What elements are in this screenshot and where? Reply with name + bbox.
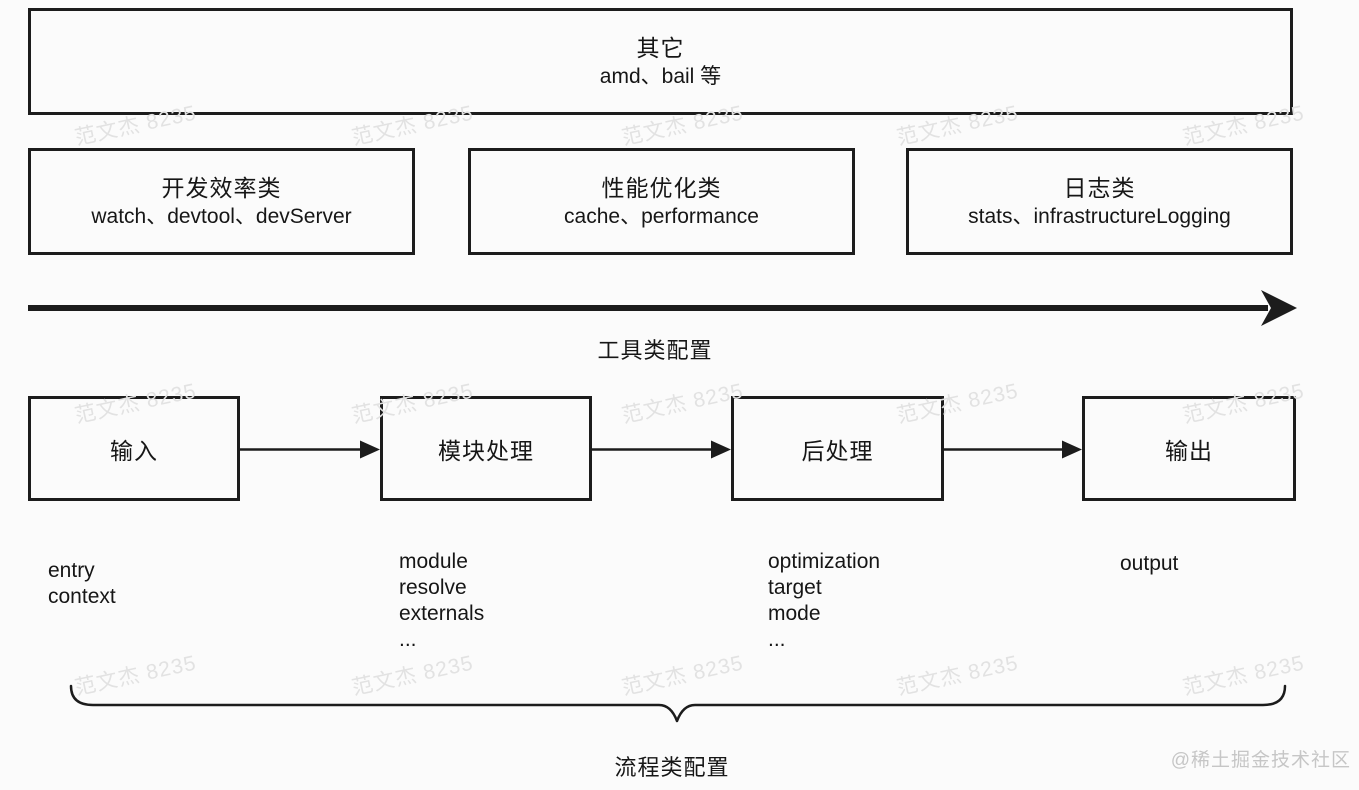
flow-props-post: optimization target mode ... [768, 550, 881, 651]
category-box-logging: 日志类 stats、infrastructureLogging [906, 148, 1293, 255]
flow-props-module: module resolve externals ... [399, 550, 485, 651]
flow-connector-arrow-2 [592, 440, 731, 459]
category-title: 性能优化类 [601, 174, 722, 201]
other-config-box: 其它 amd、bail 等 [28, 8, 1293, 115]
other-config-title: 其它 [636, 34, 685, 61]
category-subtitle: cache、performance [564, 204, 759, 228]
other-config-subtitle: amd、bail 等 [599, 64, 722, 88]
category-subtitle: watch、devtool、devServer [91, 204, 352, 228]
flow-step-output: 输出 [1082, 396, 1296, 501]
flow-connector-arrow-1 [240, 440, 380, 459]
watermark: 范文杰 8235 [72, 651, 199, 700]
watermark: 范文杰 8235 [1180, 651, 1307, 700]
flow-props-input: entry context [48, 559, 116, 608]
flow-step-label: 输出 [1165, 437, 1213, 464]
category-box-performance: 性能优化类 cache、performance [468, 148, 855, 255]
watermark: 范文杰 8235 [619, 379, 746, 428]
flow-brace-label: 流程类配置 [614, 755, 730, 780]
tool-axis-arrow [28, 290, 1297, 326]
flow-step-label: 模块处理 [438, 437, 534, 464]
category-title: 日志类 [1063, 174, 1136, 201]
category-title: 开发效率类 [161, 174, 282, 201]
flow-connector-arrow-3 [944, 440, 1082, 459]
watermark: 范文杰 8235 [894, 651, 1021, 700]
watermark: 范文杰 8235 [349, 651, 476, 700]
flow-brace [69, 684, 1287, 723]
flow-step-label: 输入 [110, 437, 158, 464]
flow-step-input: 输入 [28, 396, 240, 501]
watermark: 范文杰 8235 [619, 651, 746, 700]
flow-step-module-processing: 模块处理 [380, 396, 592, 501]
flow-step-label: 后处理 [801, 437, 874, 464]
flow-props-output: output [1120, 552, 1179, 575]
tool-axis-label: 工具类配置 [597, 338, 713, 363]
credit-watermark: @稀土掘金技术社区 [1170, 750, 1351, 771]
flow-step-post-processing: 后处理 [731, 396, 944, 501]
category-box-dev-efficiency: 开发效率类 watch、devtool、devServer [28, 148, 415, 255]
category-subtitle: stats、infrastructureLogging [968, 204, 1231, 228]
